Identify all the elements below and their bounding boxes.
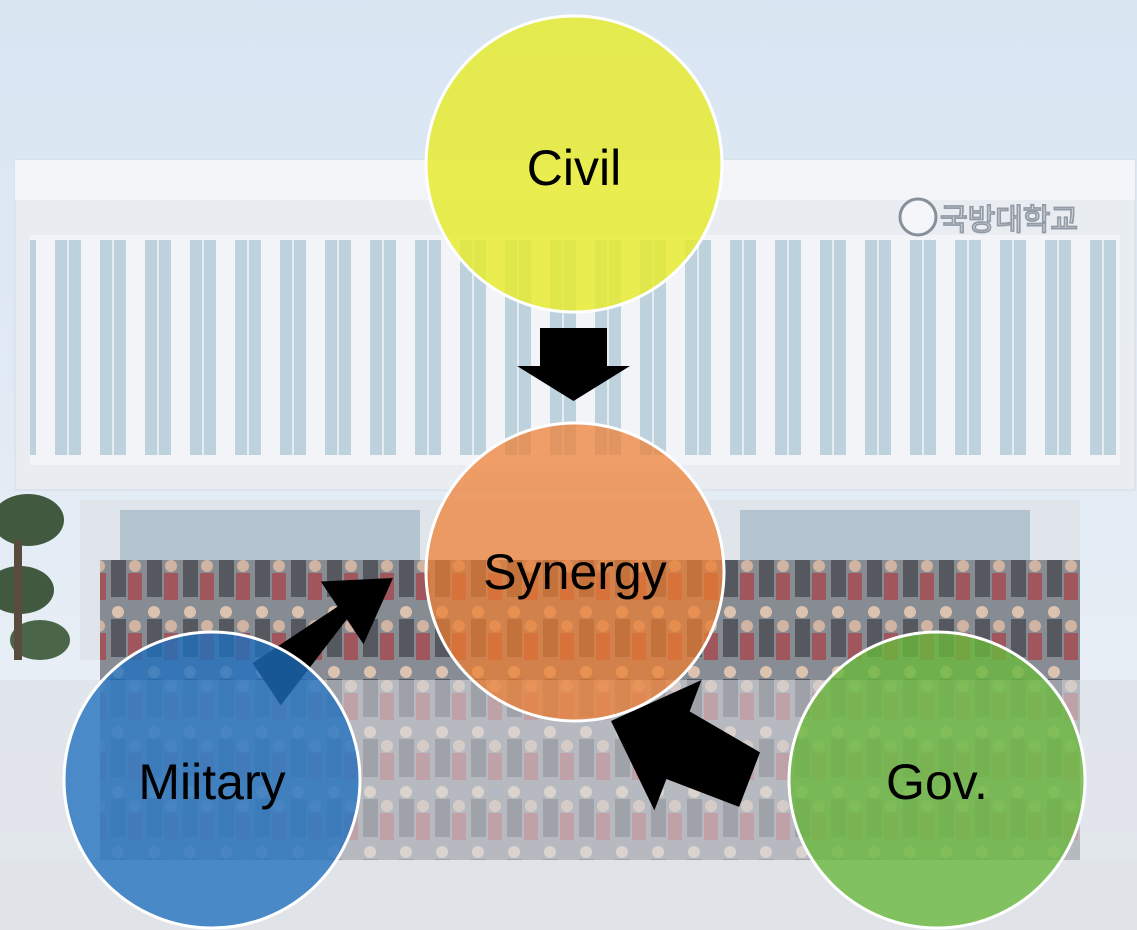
civil-label: Civil bbox=[527, 140, 621, 196]
tree-left bbox=[0, 494, 70, 660]
arrow-gov-to-synergy bbox=[611, 680, 760, 811]
military-circle bbox=[62, 630, 362, 930]
node-military: Miitary bbox=[62, 630, 362, 930]
node-civil: Civil bbox=[424, 14, 724, 314]
node-synergy: Synergy bbox=[424, 421, 726, 723]
node-gov: Gov. bbox=[787, 630, 1087, 930]
signage: 국방대학교 bbox=[898, 197, 1078, 237]
civil-circle bbox=[424, 14, 724, 314]
signage-text: 국방대학교 bbox=[940, 204, 1078, 237]
gov-label: Gov. bbox=[886, 754, 988, 810]
military-label: Miitary bbox=[138, 754, 285, 810]
gov-circle bbox=[787, 630, 1087, 930]
synergy-circle bbox=[424, 421, 726, 723]
emblem-icon bbox=[898, 197, 938, 237]
podium-windows-right bbox=[740, 510, 1030, 560]
synergy-label: Synergy bbox=[483, 544, 666, 600]
podium-windows bbox=[120, 510, 420, 560]
arrow-civil-to-synergy bbox=[517, 328, 630, 401]
